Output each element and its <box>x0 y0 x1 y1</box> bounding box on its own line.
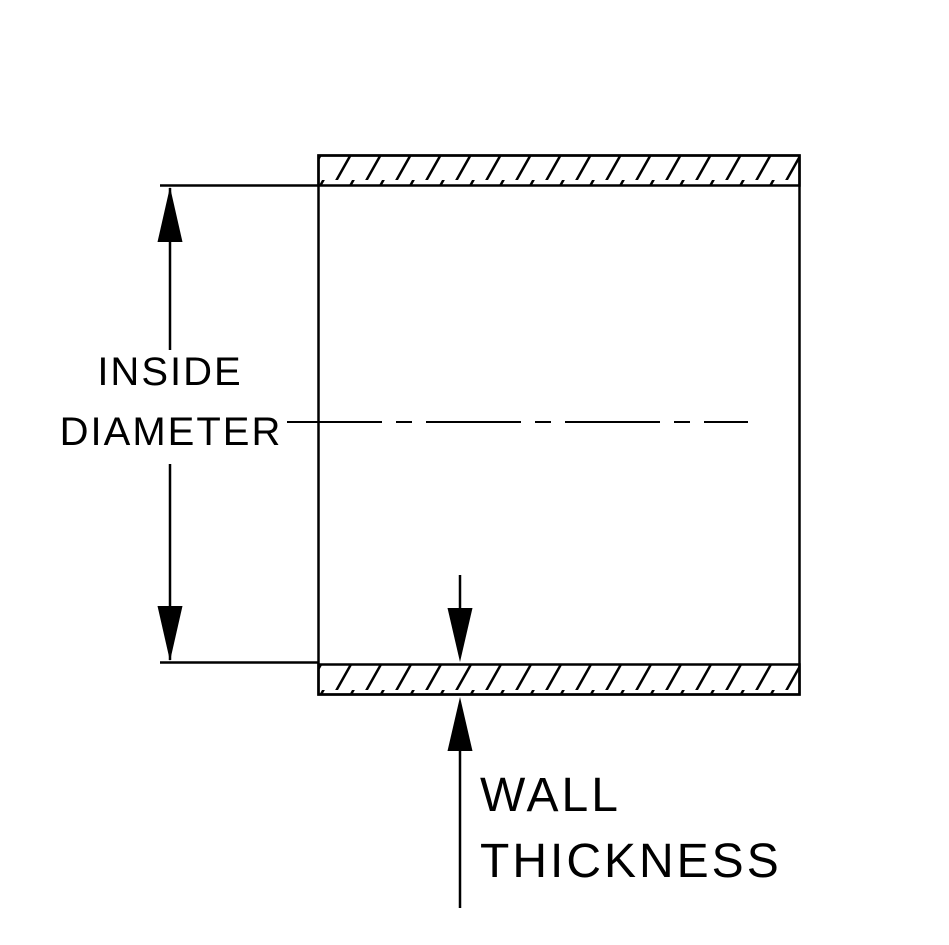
arrow-down-icon <box>447 608 473 662</box>
wall-thickness-dimension <box>447 575 473 908</box>
inside-diameter-label-line2: DIAMETER <box>59 410 283 454</box>
arrow-up-icon <box>447 697 473 751</box>
arrow-up-icon <box>157 187 183 242</box>
inside-diameter-label-line1: INSIDE <box>97 350 243 394</box>
hose-body-outline <box>317 154 801 696</box>
hose-body <box>317 154 801 696</box>
arrow-down-icon <box>157 606 183 661</box>
inside-diameter-dimension <box>157 184 318 664</box>
top-wall-hatch <box>317 154 801 187</box>
wall-thickness-label-line2: THICKNESS <box>480 835 782 888</box>
wall-thickness-label-line1: WALL <box>480 769 621 822</box>
bottom-wall-hatch <box>317 663 801 696</box>
